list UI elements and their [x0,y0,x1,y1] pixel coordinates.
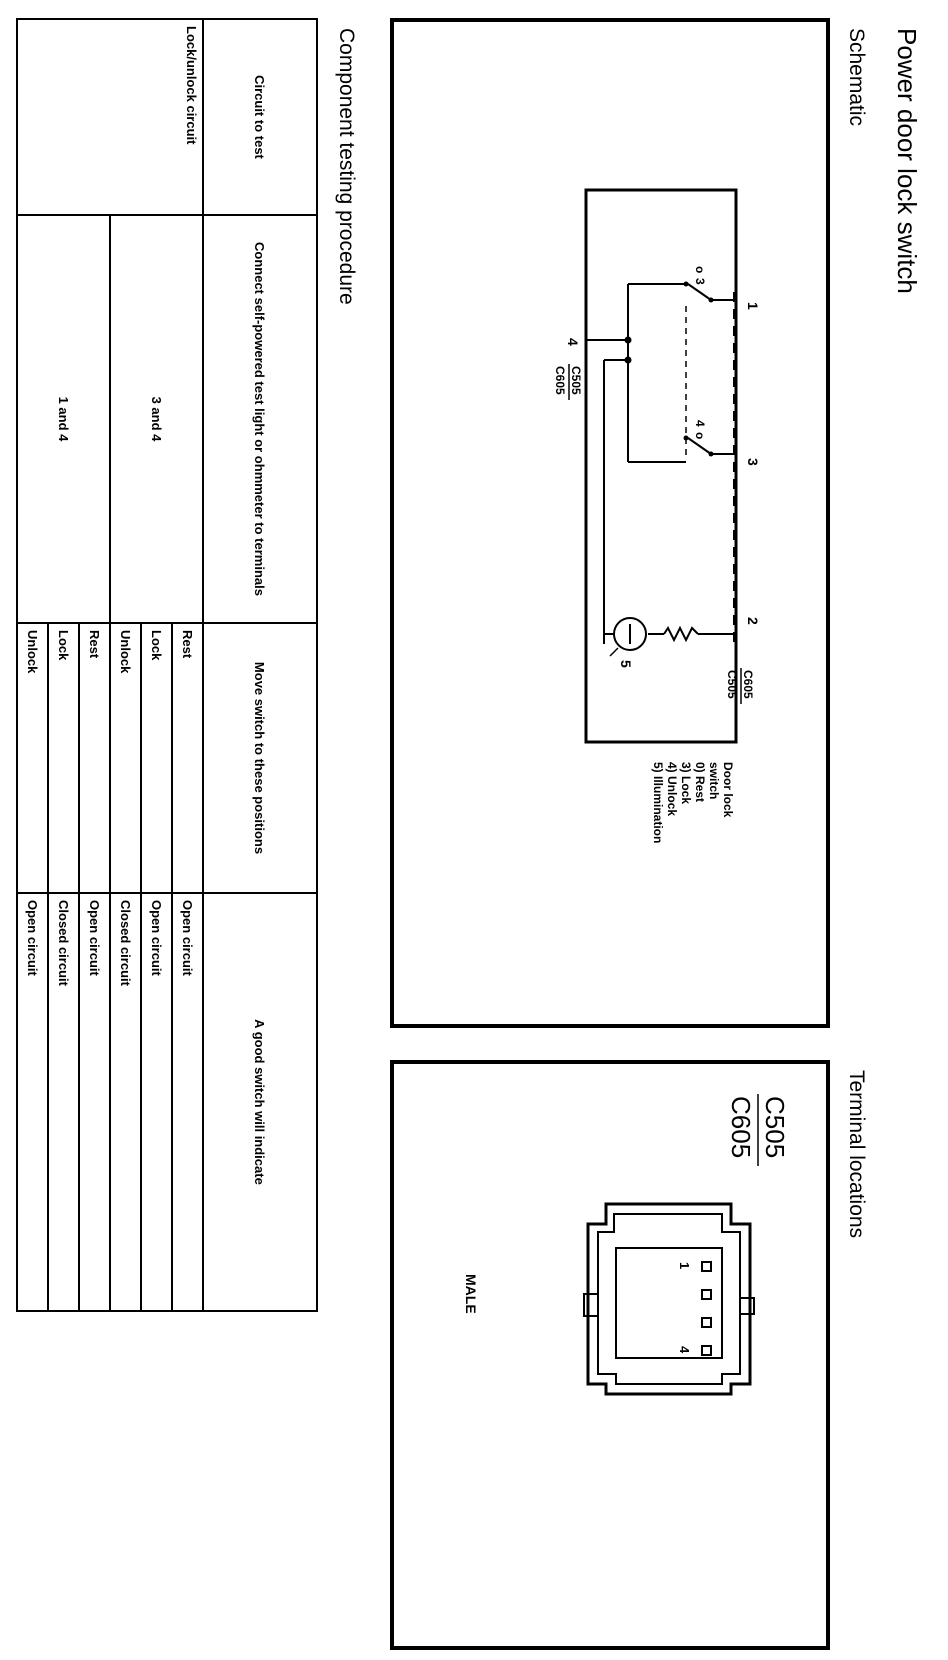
connector-outline-inner [597,1213,741,1385]
connector-id-bottom: C605 [726,1096,756,1158]
legend-line-4: 3) Lock [679,762,693,804]
connector-cavity [615,1247,723,1359]
pin-3 [701,1317,712,1328]
header-terminals: Connect self-powered test light or ohmme… [203,215,317,623]
legend-line-3: 0) Rest [693,762,707,802]
terminal-4-label: 4 [565,338,581,346]
connector-latch [583,1293,599,1317]
schematic-diagram: 1 3 2 4 5 C605 C505 C505 C605 o 3 4 [553,188,761,843]
result-cell: Open circuit [141,893,172,1311]
connector-top-label-2: C505 [725,670,739,699]
connector-outline [586,1202,752,1396]
table-header-row: Circuit to test Connect self-powered tes… [203,19,317,1311]
legend-line-1: Door lock [721,762,735,818]
resistor [663,625,699,643]
circuit-cell: Lock/unlock circuit [17,19,203,215]
result-cell: Closed circuit [48,893,79,1311]
light-arrow [609,647,619,657]
connector-bottom-label: C505 [569,366,583,395]
terminal-locations-panel: C505 C605 1 4 MALE [390,1060,830,1650]
legend-line-6: 5) Illumination [651,762,665,843]
pin-4 [701,1345,712,1356]
terminal-2-label: 2 [745,617,761,625]
testing-table: Circuit to test Connect self-powered tes… [16,18,318,1312]
header-circuit: Circuit to test [203,19,317,215]
schematic-heading: Schematic [845,28,868,127]
pin-1-label: 1 [677,1262,692,1269]
page-title: Power door lock switch [892,28,922,294]
terminal-diagram: C505 C605 1 4 MALE [463,1094,790,1396]
switch-3-contact-0: o [693,432,707,439]
terminals-cell-1: 3 and 4 [110,215,203,623]
connector-id-top: C505 [760,1096,790,1158]
terminal-1-label: 1 [745,302,761,310]
result-cell: Open circuit [79,893,110,1311]
header-result: A good switch will indicate [203,893,317,1311]
pin-1 [701,1261,712,1272]
terminal-5-label: 5 [618,660,634,668]
position-cell: Unlock [110,623,141,893]
connector-bottom-label-2: C605 [553,366,567,395]
schematic-panel: 1 3 2 4 5 C605 C505 C505 C605 o 3 4 [390,18,830,1028]
position-cell: Rest [172,623,203,893]
testing-heading: Component testing procedure [335,28,358,305]
result-cell: Closed circuit [110,893,141,1311]
switch-3-contact-4: 4 [693,420,707,427]
connector-gender: MALE [463,1274,479,1314]
switch-1-contact-3: 3 [693,278,707,285]
position-cell: Lock [141,623,172,893]
terminals-cell-2: 1 and 4 [17,215,110,623]
switch-3-blade [687,437,712,455]
pin-2 [701,1289,712,1300]
position-cell: Lock [48,623,79,893]
legend-line-2: switch [707,762,721,799]
result-cell: Open circuit [172,893,203,1311]
result-cell: Open circuit [17,893,48,1311]
pin-4-label: 4 [677,1346,692,1354]
legend-line-5: 4) Unlock [665,762,679,816]
terminal-locations-heading: Terminal locations [845,1070,868,1239]
switch-1-contact-0: o [693,266,707,273]
terminal-3-label: 3 [745,458,761,466]
switch-1-blade [687,283,712,301]
junction-dot [624,336,632,344]
connector-key [739,1297,755,1315]
header-positions: Move switch to these positions [203,623,317,893]
switch-housing [584,188,738,744]
table-row: Lock/unlock circuit 3 and 4 Rest Open ci… [17,19,203,1311]
connector-top-label: C605 [741,670,755,699]
position-cell: Rest [79,623,110,893]
position-cell: Unlock [17,623,48,893]
